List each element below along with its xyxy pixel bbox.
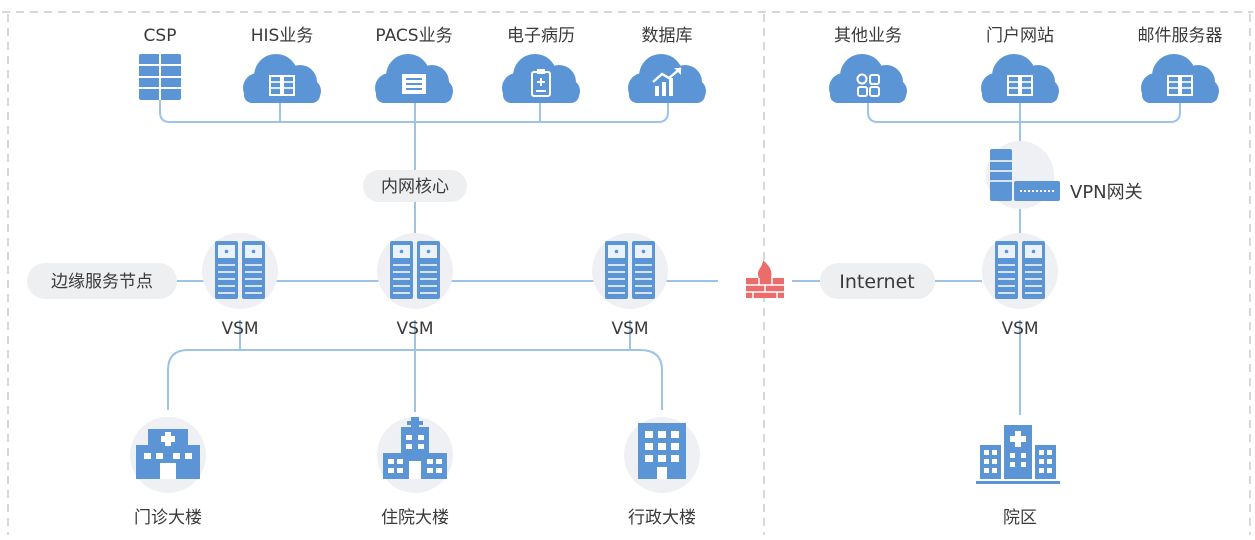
emr-cloud-icon [502,54,580,103]
edge-node-pill [27,263,177,299]
building-label-inpatient: 住院大楼 [381,508,449,528]
vsm-label: VSM [396,319,433,339]
clinic-building-icon [130,417,206,493]
campus-label: 院区 [1003,508,1037,528]
core-label: 内网核心 [381,177,449,197]
vsm-server-icon [981,232,1059,310]
service-label-pacs: PACS业务 [375,26,452,46]
portal-cloud-icon [981,54,1059,103]
service-label-mail: 邮件服务器 [1138,26,1223,46]
building-label-admin: 行政大楼 [628,508,696,528]
internet-label: Internet [839,271,914,293]
vpn-gateway-icon [986,141,1060,209]
csp-server-icon [139,54,181,100]
vsm-label: VSM [1001,319,1038,339]
vpn-label: VPN网关 [1070,182,1143,203]
service-label-csp: CSP [144,26,177,46]
service-label-his: HIS业务 [251,26,314,46]
hospital-campus-icon [976,425,1060,484]
database-cloud-icon [628,54,706,103]
zone-boundary [2,11,1253,535]
office-building-icon [624,417,700,493]
vsm-server-icon [376,232,454,310]
service-label-other: 其他业务 [834,26,902,46]
vsm-label: VSM [221,319,258,339]
mail-server-cloud-icon [1141,54,1219,103]
internet-pill [820,263,935,299]
other-services-cloud-icon [829,54,907,103]
his-cloud-icon [243,54,321,103]
vsm-server-icon [591,232,669,310]
service-label-portal: 门户网站 [986,26,1054,46]
vsm-label: VSM [611,319,648,339]
hospital-tower-icon [377,417,453,493]
service-label-emr: 电子病历 [507,26,575,46]
pacs-cloud-icon [375,54,453,103]
building-label-clinic: 门诊大楼 [134,508,202,528]
edge-node-label: 边缘服务节点 [51,272,153,292]
firewall-icon [746,260,784,298]
service-label-database: 数据库 [642,26,693,46]
core-pill [363,170,467,202]
vsm-server-icon [201,232,279,310]
